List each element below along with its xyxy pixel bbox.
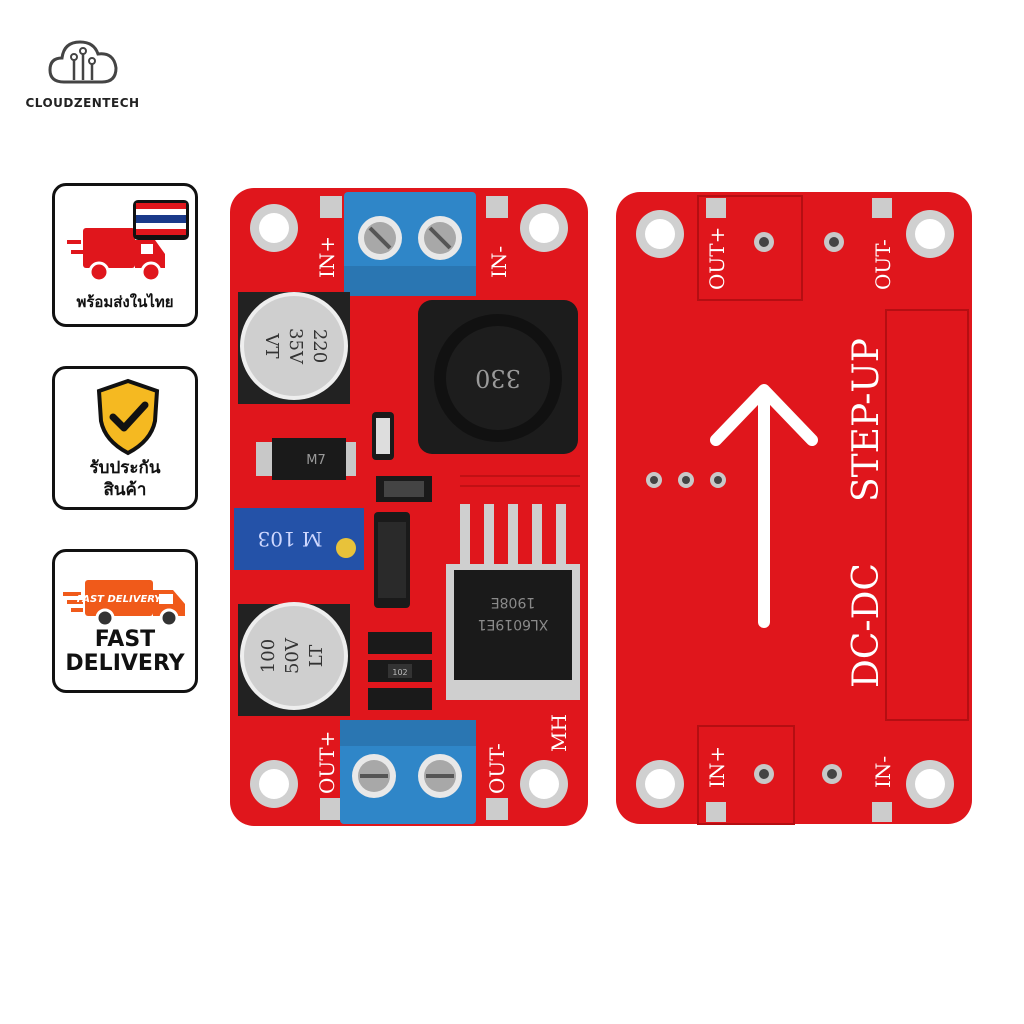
mounting-holes xyxy=(636,210,954,808)
mounting-holes xyxy=(250,204,568,808)
input-terminal-block xyxy=(344,192,476,296)
badge-text-line1: FAST xyxy=(94,627,156,652)
delivery-truck-thailand-flag-icon xyxy=(67,200,189,283)
back-title-dc-dc: DC-DC xyxy=(846,563,887,688)
capacitor-220uf xyxy=(238,292,350,404)
badge-text-line2: สินค้า xyxy=(103,480,147,500)
cloud-circuit-icon xyxy=(47,40,118,84)
diode-label: M7 xyxy=(306,453,326,468)
badge-text: FAST DELIVERY xyxy=(55,628,195,676)
truck-label: FAST DELIVERY xyxy=(77,594,163,605)
chip-label-line1: XL6019E1 xyxy=(478,616,549,632)
front-pcb-image: IN+ IN- OUT+ OUT- MH 220 35V VT 100 50V … xyxy=(230,188,588,826)
inductor xyxy=(418,300,578,454)
badge-warranty: รับประกัน สินค้า xyxy=(52,366,198,510)
cap2-voltage: 50V xyxy=(282,637,303,674)
xl6019-chip xyxy=(446,504,580,700)
label-out-minus: OUT- xyxy=(485,743,509,794)
cap2-value: 100 xyxy=(258,639,279,673)
shield-check-icon xyxy=(96,378,160,456)
cap2-series: LT xyxy=(306,645,327,668)
pot-label: M 103 xyxy=(257,527,322,551)
capacitor-100uf xyxy=(238,602,350,716)
cap1-voltage: 35V xyxy=(285,328,306,365)
label-in-minus: IN- xyxy=(487,246,511,278)
cap1-value: 220 xyxy=(309,329,330,363)
back-label-out-plus: OUT+ xyxy=(705,227,729,290)
badge-text-line1: รับประกัน xyxy=(89,458,161,478)
badge-text-line2: DELIVERY xyxy=(65,651,185,676)
label-maker: MH xyxy=(547,714,571,752)
diode-m7 xyxy=(256,438,356,480)
brand-logo: CLOUDZENTECH xyxy=(20,30,145,110)
cap2-label: 100 50V LT xyxy=(258,637,327,674)
fast-delivery-truck-icon: FAST DELIVERY xyxy=(63,580,185,628)
step-up-arrow-icon xyxy=(710,384,818,628)
resistor-label: 102 xyxy=(392,668,407,677)
back-label-in-plus: IN+ xyxy=(705,746,729,788)
trim-potentiometer xyxy=(234,508,364,570)
back-label-out-minus: OUT- xyxy=(871,239,895,290)
back-title-step-up: STEP-UP xyxy=(846,338,887,502)
chip-label-line2: 1908E xyxy=(491,594,535,610)
output-terminal-block xyxy=(340,720,476,824)
badge-text: พร้อมส่งในไทย xyxy=(76,293,174,311)
badge-text: รับประกัน สินค้า xyxy=(55,457,195,501)
label-in-plus: IN+ xyxy=(315,236,339,278)
back-label-in-minus: IN- xyxy=(871,756,895,788)
inductor-label: 330 xyxy=(475,364,521,392)
label-out-plus: OUT+ xyxy=(315,731,339,794)
cap1-label: 220 35V VT xyxy=(261,328,330,365)
badge-ships-in-thailand: พร้อมส่งในไทย xyxy=(52,183,198,327)
back-pcb-image: OUT+ OUT- IN+ IN- STEP-UP DC-DC xyxy=(616,192,972,825)
brand-name: CLOUDZENTECH xyxy=(25,96,140,110)
cap1-series: VT xyxy=(261,332,282,358)
badge-fast-delivery: FAST DELIVERY FAST DELIVERY xyxy=(52,549,198,693)
